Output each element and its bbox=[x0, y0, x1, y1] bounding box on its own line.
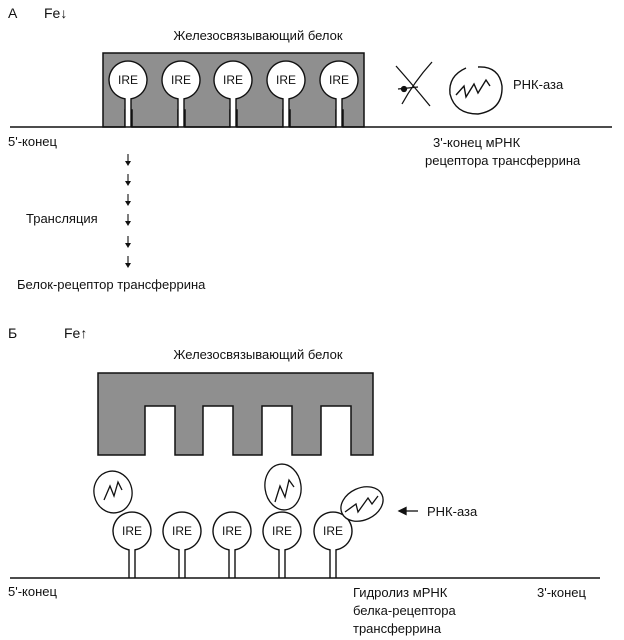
fe-label: Fe bbox=[64, 325, 81, 341]
panel-b-fe-label: Fe↑ bbox=[64, 325, 87, 341]
panel-b-hydrolysis-line3: трансферрина bbox=[353, 621, 442, 636]
ire-label: IRE bbox=[223, 73, 243, 87]
panel-a-product-label: Белок-рецептор трансферрина bbox=[17, 277, 206, 292]
down-arrow-icon bbox=[125, 236, 131, 248]
panel-b-hydrolysis-line1: Гидролиз мРНК bbox=[353, 585, 448, 600]
panel-b-rnase-2 bbox=[264, 463, 302, 511]
ire-stem-loop: IRE bbox=[108, 60, 148, 127]
rnase-pointer-arrow-icon bbox=[397, 506, 418, 516]
panel-b-hydrolysis-line2: белка-рецептора bbox=[353, 603, 457, 618]
panel-b-protein-comb bbox=[97, 372, 374, 456]
panel-b-letter: Б bbox=[8, 325, 17, 341]
panel-a-translation-label: Трансляция bbox=[26, 211, 98, 226]
ire-label: IRE bbox=[118, 73, 138, 87]
ire-stem-loop: IRE bbox=[112, 511, 152, 578]
fe-up-arrow-icon: ↑ bbox=[80, 325, 87, 341]
panel-a-five-prime: 5'-конец bbox=[8, 134, 58, 149]
ire-label: IRE bbox=[122, 524, 142, 538]
ire-stem-loop: IRE bbox=[162, 511, 202, 578]
ire-label: IRE bbox=[172, 524, 192, 538]
down-arrow-icon bbox=[125, 174, 131, 186]
ire-stem-loop: IRE bbox=[266, 60, 306, 127]
panel-a-rnase-label: РНК-аза bbox=[513, 77, 564, 92]
ire-stem-loop: IRE bbox=[313, 511, 353, 578]
ire-stem-loop: IRE bbox=[262, 511, 302, 578]
ire-stem-loop: IRE bbox=[319, 60, 359, 127]
ire-label: IRE bbox=[276, 73, 296, 87]
ire-stem-loop: IRE bbox=[213, 60, 253, 127]
panel-b-rnase-3 bbox=[340, 486, 384, 522]
panel-a-ire-loops: IRE IRE IRE IRE IRE bbox=[108, 60, 359, 127]
down-arrow-icon bbox=[125, 214, 131, 226]
translation-arrows bbox=[125, 154, 131, 268]
panel-a-protein-label: Железосвязывающий белок bbox=[173, 28, 342, 43]
panel-a-three-prime-line2: рецептора трансферрина bbox=[425, 153, 581, 168]
down-arrow-icon bbox=[125, 194, 131, 206]
panel-b-protein-label: Железосвязывающий белок bbox=[173, 347, 342, 362]
down-arrow-icon bbox=[125, 154, 131, 166]
down-arrow-icon bbox=[125, 256, 131, 268]
panel-b-five-prime: 5'-конец bbox=[8, 584, 58, 599]
ire-label: IRE bbox=[171, 73, 191, 87]
ire-stem-loop: IRE bbox=[161, 60, 201, 127]
panel-b-rnase-1 bbox=[93, 470, 133, 514]
fe-label: Fe bbox=[44, 5, 61, 21]
panel-a-letter: А bbox=[8, 5, 18, 21]
panel-b-three-prime: 3'-конец bbox=[537, 585, 587, 600]
fe-down-arrow-icon: ↓ bbox=[60, 5, 67, 21]
panel-a-fe-label: Fe↓ bbox=[44, 5, 67, 21]
rnase-zigzag-icon bbox=[449, 66, 503, 115]
blocked-rnase-icon bbox=[395, 61, 433, 107]
ire-label: IRE bbox=[329, 73, 349, 87]
ire-stem-loop: IRE bbox=[212, 511, 252, 578]
ire-label: IRE bbox=[272, 524, 292, 538]
ire-label: IRE bbox=[323, 524, 343, 538]
panel-b-ire-loops: IRE IRE IRE IRE IRE bbox=[112, 511, 353, 578]
panel-a-three-prime-line1: 3'-конец мРНК bbox=[433, 135, 521, 150]
panel-b-rnase-label: РНК-аза bbox=[427, 504, 478, 519]
ire-label: IRE bbox=[222, 524, 242, 538]
